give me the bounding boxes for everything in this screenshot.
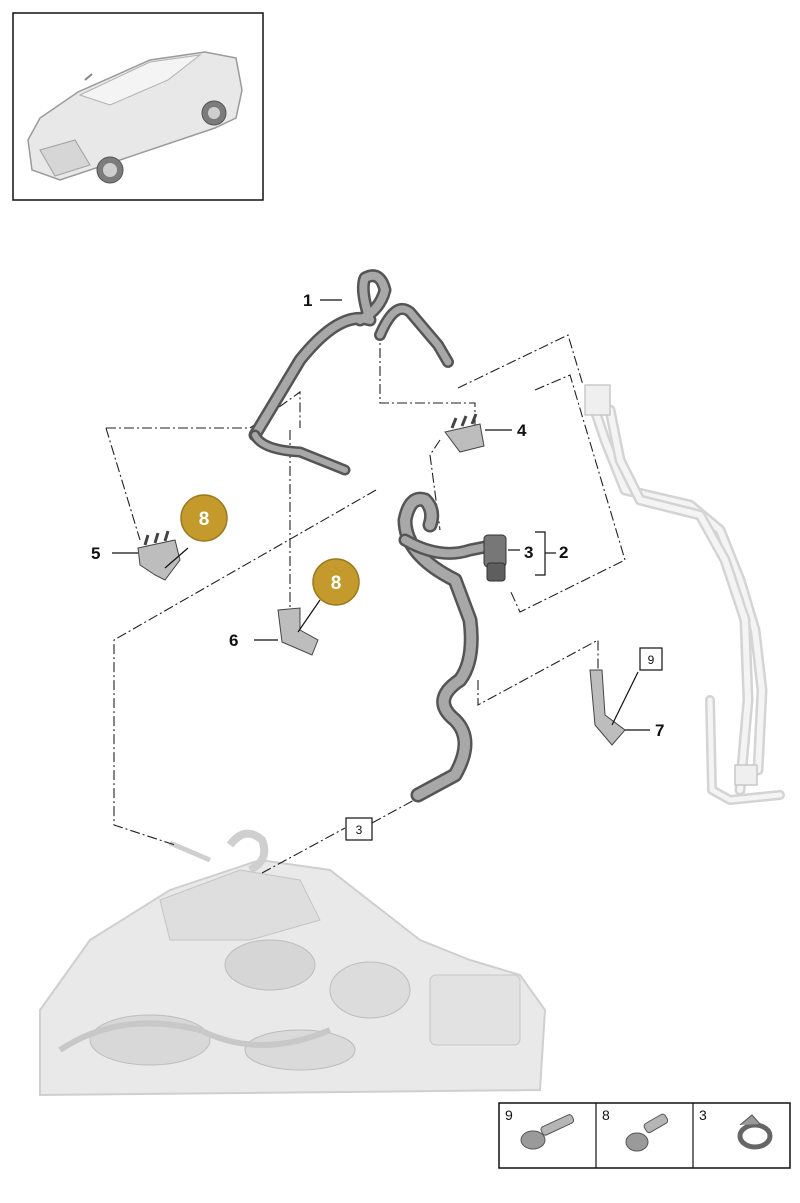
bracket-5 <box>137 530 181 581</box>
bolt-icon <box>520 1114 575 1150</box>
callout-3: 3 <box>524 543 533 562</box>
coolant-hose-2 <box>397 491 507 803</box>
boxed-ref-9: 9 <box>639 647 663 671</box>
badge-8-upper-label: 8 <box>199 509 210 530</box>
hose-clamp-icon <box>737 1114 773 1150</box>
boxed-ref-9-label: 9 <box>648 653 655 667</box>
legend-num-9: 9 <box>505 1107 513 1123</box>
callout-7: 7 <box>655 721 664 740</box>
fastener-legend: 9 8 3 <box>498 1102 791 1169</box>
badge-8-upper: 8 <box>180 494 228 542</box>
badge-8-lower: 8 <box>312 558 360 606</box>
callout-4: 4 <box>517 421 527 440</box>
callout-2: 2 <box>559 543 568 562</box>
legend-cell-screw: 8 <box>602 1107 669 1152</box>
leader-guide-lines <box>105 330 626 874</box>
clip-4 <box>444 413 485 453</box>
callout-leaders <box>112 299 650 731</box>
bracket-7 <box>589 669 626 746</box>
ghost-coolant-pipe-assembly <box>584 384 785 805</box>
callout-1: 1 <box>303 291 312 310</box>
legend-cell-clamp: 3 <box>699 1107 773 1150</box>
badge-8-lower-label: 8 <box>331 573 342 594</box>
legend-num-3: 3 <box>699 1107 707 1123</box>
vehicle-thumbnail <box>12 12 264 201</box>
ghost-engine <box>39 829 547 1097</box>
coolant-hose-1 <box>248 269 454 476</box>
callout-5: 5 <box>91 544 100 563</box>
legend-num-8: 8 <box>602 1107 610 1123</box>
legend-cell-bolt: 9 <box>505 1107 575 1150</box>
car-illustration <box>27 51 243 184</box>
screw-icon <box>625 1113 669 1152</box>
callout-6: 6 <box>229 631 238 650</box>
boxed-ref-3-label: 3 <box>356 823 363 837</box>
boxed-ref-3: 3 <box>345 817 373 841</box>
